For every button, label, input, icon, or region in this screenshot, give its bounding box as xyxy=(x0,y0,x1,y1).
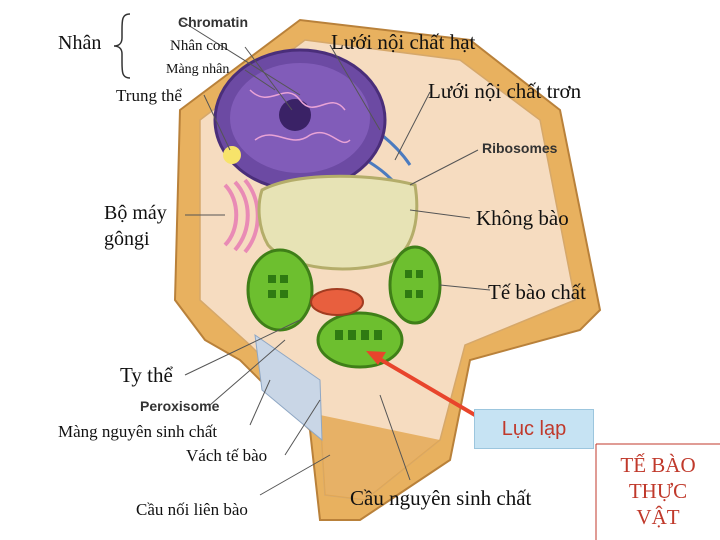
label-chromatin: Chromatin xyxy=(178,14,248,30)
label-chloroplast-box: Lục lạp xyxy=(474,409,594,449)
label-chloroplast: Lục lạp xyxy=(475,410,593,448)
nucleolus-shape xyxy=(279,99,311,131)
label-golgi: Bộ máy gôngi xyxy=(104,200,167,252)
title-text: TẾ BÀO THỰC VẬT xyxy=(596,452,720,530)
mitochondrion-shape xyxy=(311,289,363,315)
label-rough-er: Lưới nội chất hạt xyxy=(331,30,475,55)
label-smooth-er: Lưới nội chất trơn xyxy=(428,79,581,104)
label-cytoplasm: Tế bào chất xyxy=(488,280,586,305)
label-nucleus: Nhân xyxy=(58,32,101,55)
label-vacuole: Không bào xyxy=(476,206,569,231)
label-mitochondria: Ty thể xyxy=(120,363,173,388)
label-cell-wall: Vách tế bào xyxy=(186,446,267,466)
label-ribosomes: Ribosomes xyxy=(482,140,557,156)
label-centrosome: Trung thể xyxy=(116,86,182,106)
centrosome-shape xyxy=(223,146,241,164)
label-plasmodesmata: Cầu nối liên bào xyxy=(136,500,248,520)
label-nucleolus: Nhân con xyxy=(170,38,228,55)
label-cytoplasmic-bridge: Cầu nguyên sinh chất xyxy=(350,486,531,511)
nucleus-brace xyxy=(114,14,130,78)
label-peroxisome: Peroxisome xyxy=(140,398,219,414)
title-box: TẾ BÀO THỰC VẬT xyxy=(596,444,720,540)
label-plasma-membrane: Màng nguyên sinh chất xyxy=(58,422,217,442)
label-nuclear-membrane: Màng nhân xyxy=(166,62,229,78)
